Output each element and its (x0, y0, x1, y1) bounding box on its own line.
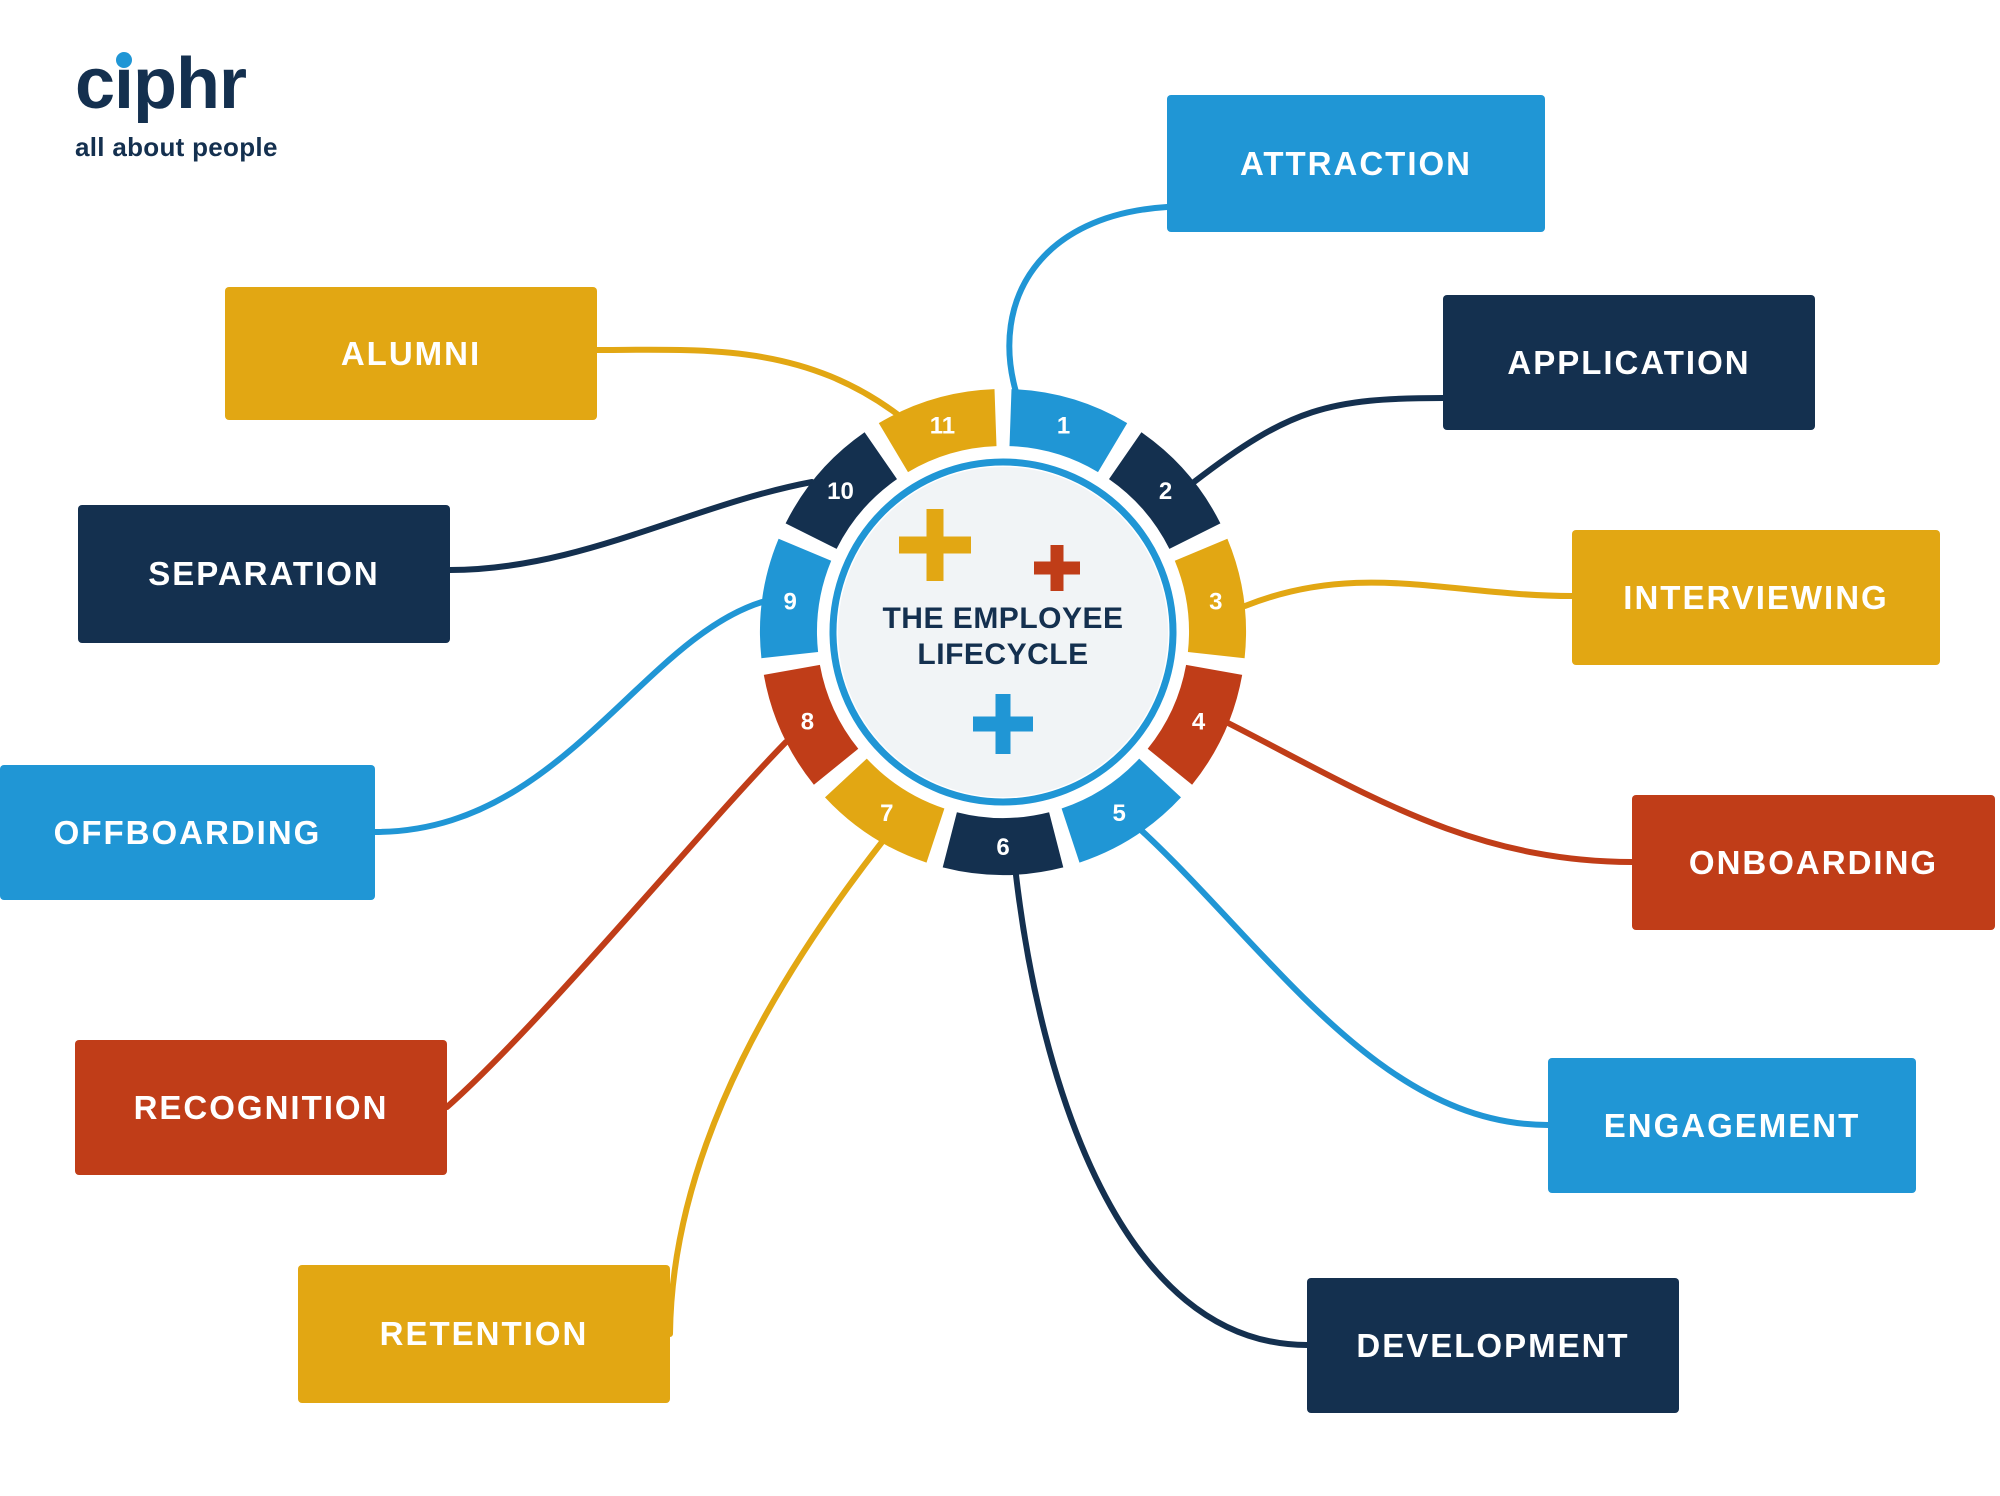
connector-development (1013, 872, 1310, 1348)
stage-box-engagement: ENGAGEMENT (1548, 1058, 1916, 1193)
ciphr-logo: ciphr all about people (75, 48, 278, 163)
stage-box-alumni: ALUMNI (225, 287, 597, 420)
segment-number-5: 5 (1113, 800, 1126, 827)
stage-label: ENGAGEMENT (1603, 1106, 1861, 1144)
connector-alumni (594, 346, 900, 417)
stage-label: APPLICATION (1507, 343, 1751, 381)
ring-segment-8 (763, 664, 859, 785)
stage-box-attraction: ATTRACTION (1167, 95, 1545, 232)
stage-label: OFFBOARDING (53, 813, 322, 851)
ring-segment-10 (785, 432, 897, 549)
segment-number-3: 3 (1209, 588, 1222, 615)
connector-engagement (1139, 828, 1551, 1128)
logo-i-dot-icon (116, 52, 132, 68)
stage-label: RECOGNITION (133, 1088, 389, 1126)
segment-number-6: 6 (996, 834, 1009, 861)
stage-box-application: APPLICATION (1443, 295, 1815, 430)
connector-attraction (1006, 204, 1170, 395)
plus-icon-red (1034, 545, 1080, 591)
ring-segment-9 (759, 538, 832, 659)
stage-label: SEPARATION (148, 555, 380, 592)
center-title-line1: THE EMPLOYEE (882, 602, 1123, 635)
ring-segment-7 (825, 758, 945, 863)
ring-segment-3 (1174, 538, 1247, 659)
segment-number-7: 7 (880, 800, 893, 827)
segment-number-11: 11 (930, 413, 955, 440)
connector-application (1191, 395, 1446, 485)
connector-interviewing (1242, 579, 1575, 609)
stage-label: ONBOARDING (1688, 843, 1939, 881)
plus-icon-yellow (899, 509, 971, 581)
stage-box-retention: RETENTION (298, 1265, 670, 1403)
ring-segment-11 (878, 389, 997, 473)
segment-number-2: 2 (1159, 478, 1172, 505)
logo-text: ciphr (75, 44, 247, 124)
connector-separation (447, 479, 815, 573)
stage-label: ATTRACTION (1239, 144, 1473, 182)
segment-number-10: 10 (827, 478, 854, 505)
ring-segment-2 (1109, 432, 1221, 549)
connector-onboarding (1225, 720, 1635, 865)
stage-box-onboarding: ONBOARDING (1632, 795, 1995, 930)
stage-label: INTERVIEWING (1623, 578, 1889, 616)
segment-number-9: 9 (784, 588, 797, 615)
connector-offboarding (372, 599, 765, 835)
segment-number-1: 1 (1057, 413, 1070, 440)
segment-numbers: 1 2 3 4 5 6 7 8 9 10 11 (784, 413, 1223, 861)
center-title-line2: LIFECYCLE (917, 638, 1088, 671)
center-ring (829, 458, 1177, 806)
ring-segment-4 (1147, 664, 1243, 785)
connector-retention (667, 839, 885, 1337)
stage-label: RETENTION (379, 1315, 589, 1352)
stage-box-separation: SEPARATION (78, 505, 450, 643)
logo-tagline: all about people (75, 132, 278, 162)
stage-box-recognition: RECOGNITION (75, 1040, 447, 1175)
connector-recognition (444, 739, 789, 1110)
logo-wordmark: ciphr (75, 48, 278, 120)
stage-label: ALUMNI (340, 334, 482, 372)
ring-segment-6 (942, 812, 1064, 876)
stage-box-development: DEVELOPMENT (1307, 1278, 1679, 1413)
segment-number-8: 8 (801, 708, 814, 735)
lifecycle-ring (759, 389, 1247, 876)
segment-number-4: 4 (1192, 708, 1206, 735)
plus-icon-blue (973, 694, 1033, 754)
stage-box-interviewing: INTERVIEWING (1572, 530, 1940, 665)
ring-segment-5 (1061, 758, 1181, 863)
stage-box-offboarding: OFFBOARDING (0, 765, 375, 900)
ring-segment-1 (1009, 389, 1128, 473)
stage-label: DEVELOPMENT (1356, 1326, 1630, 1364)
